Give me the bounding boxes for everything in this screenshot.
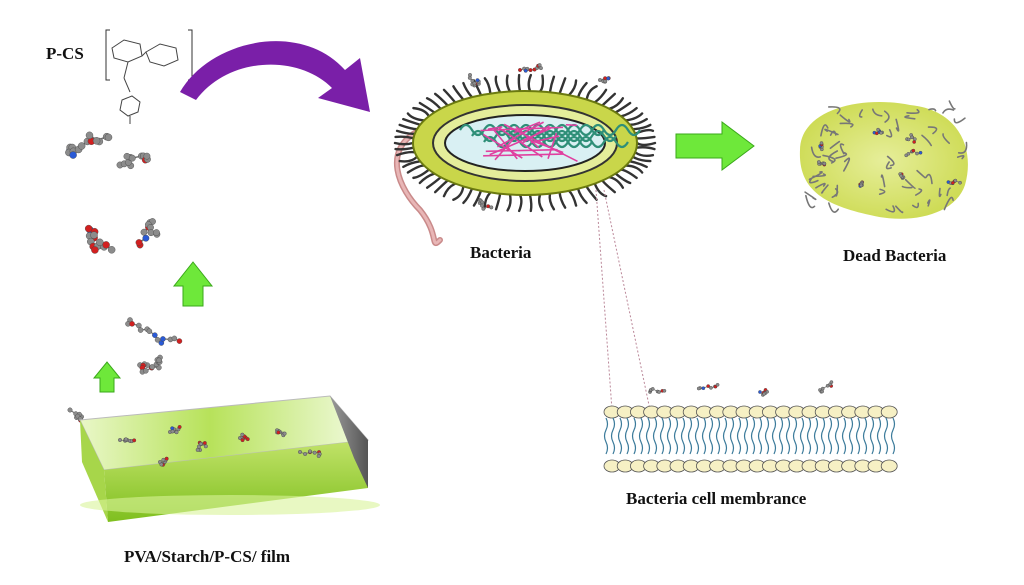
film-label: PVA/Starch/P-CS/ film [124,547,290,567]
bacteria-cell [395,63,655,243]
membrane-label: Bacteria cell membrance [626,489,806,509]
green-up-arrow-large [174,262,212,306]
molecule-icon [648,387,666,393]
zoom-lines [596,190,650,410]
molecule-icon [598,76,610,83]
molecule-icon [818,381,833,394]
molecule-column [65,132,182,423]
green-up-arrow-small [94,362,120,392]
molecule-icon [117,153,151,169]
dead-bacteria [800,101,968,219]
green-right-arrow [676,122,754,170]
bacteria-label: Bacteria [470,243,531,263]
molecule-icon [125,317,182,345]
molecule-icon [758,388,768,396]
molecule-icon [697,383,719,390]
molecule-icon [65,132,112,159]
molecule-icon [518,63,542,72]
pcs-label: P-CS [46,44,84,64]
molecule-icon [136,218,160,248]
molecule-icon [85,225,115,253]
film-tray [80,396,380,522]
purple-curved-arrow [180,41,370,112]
molecule-icon [137,355,162,374]
cell-membrane [604,381,897,472]
dead-bacteria-label: Dead Bacteria [843,246,946,266]
pcs-structure [106,30,192,124]
